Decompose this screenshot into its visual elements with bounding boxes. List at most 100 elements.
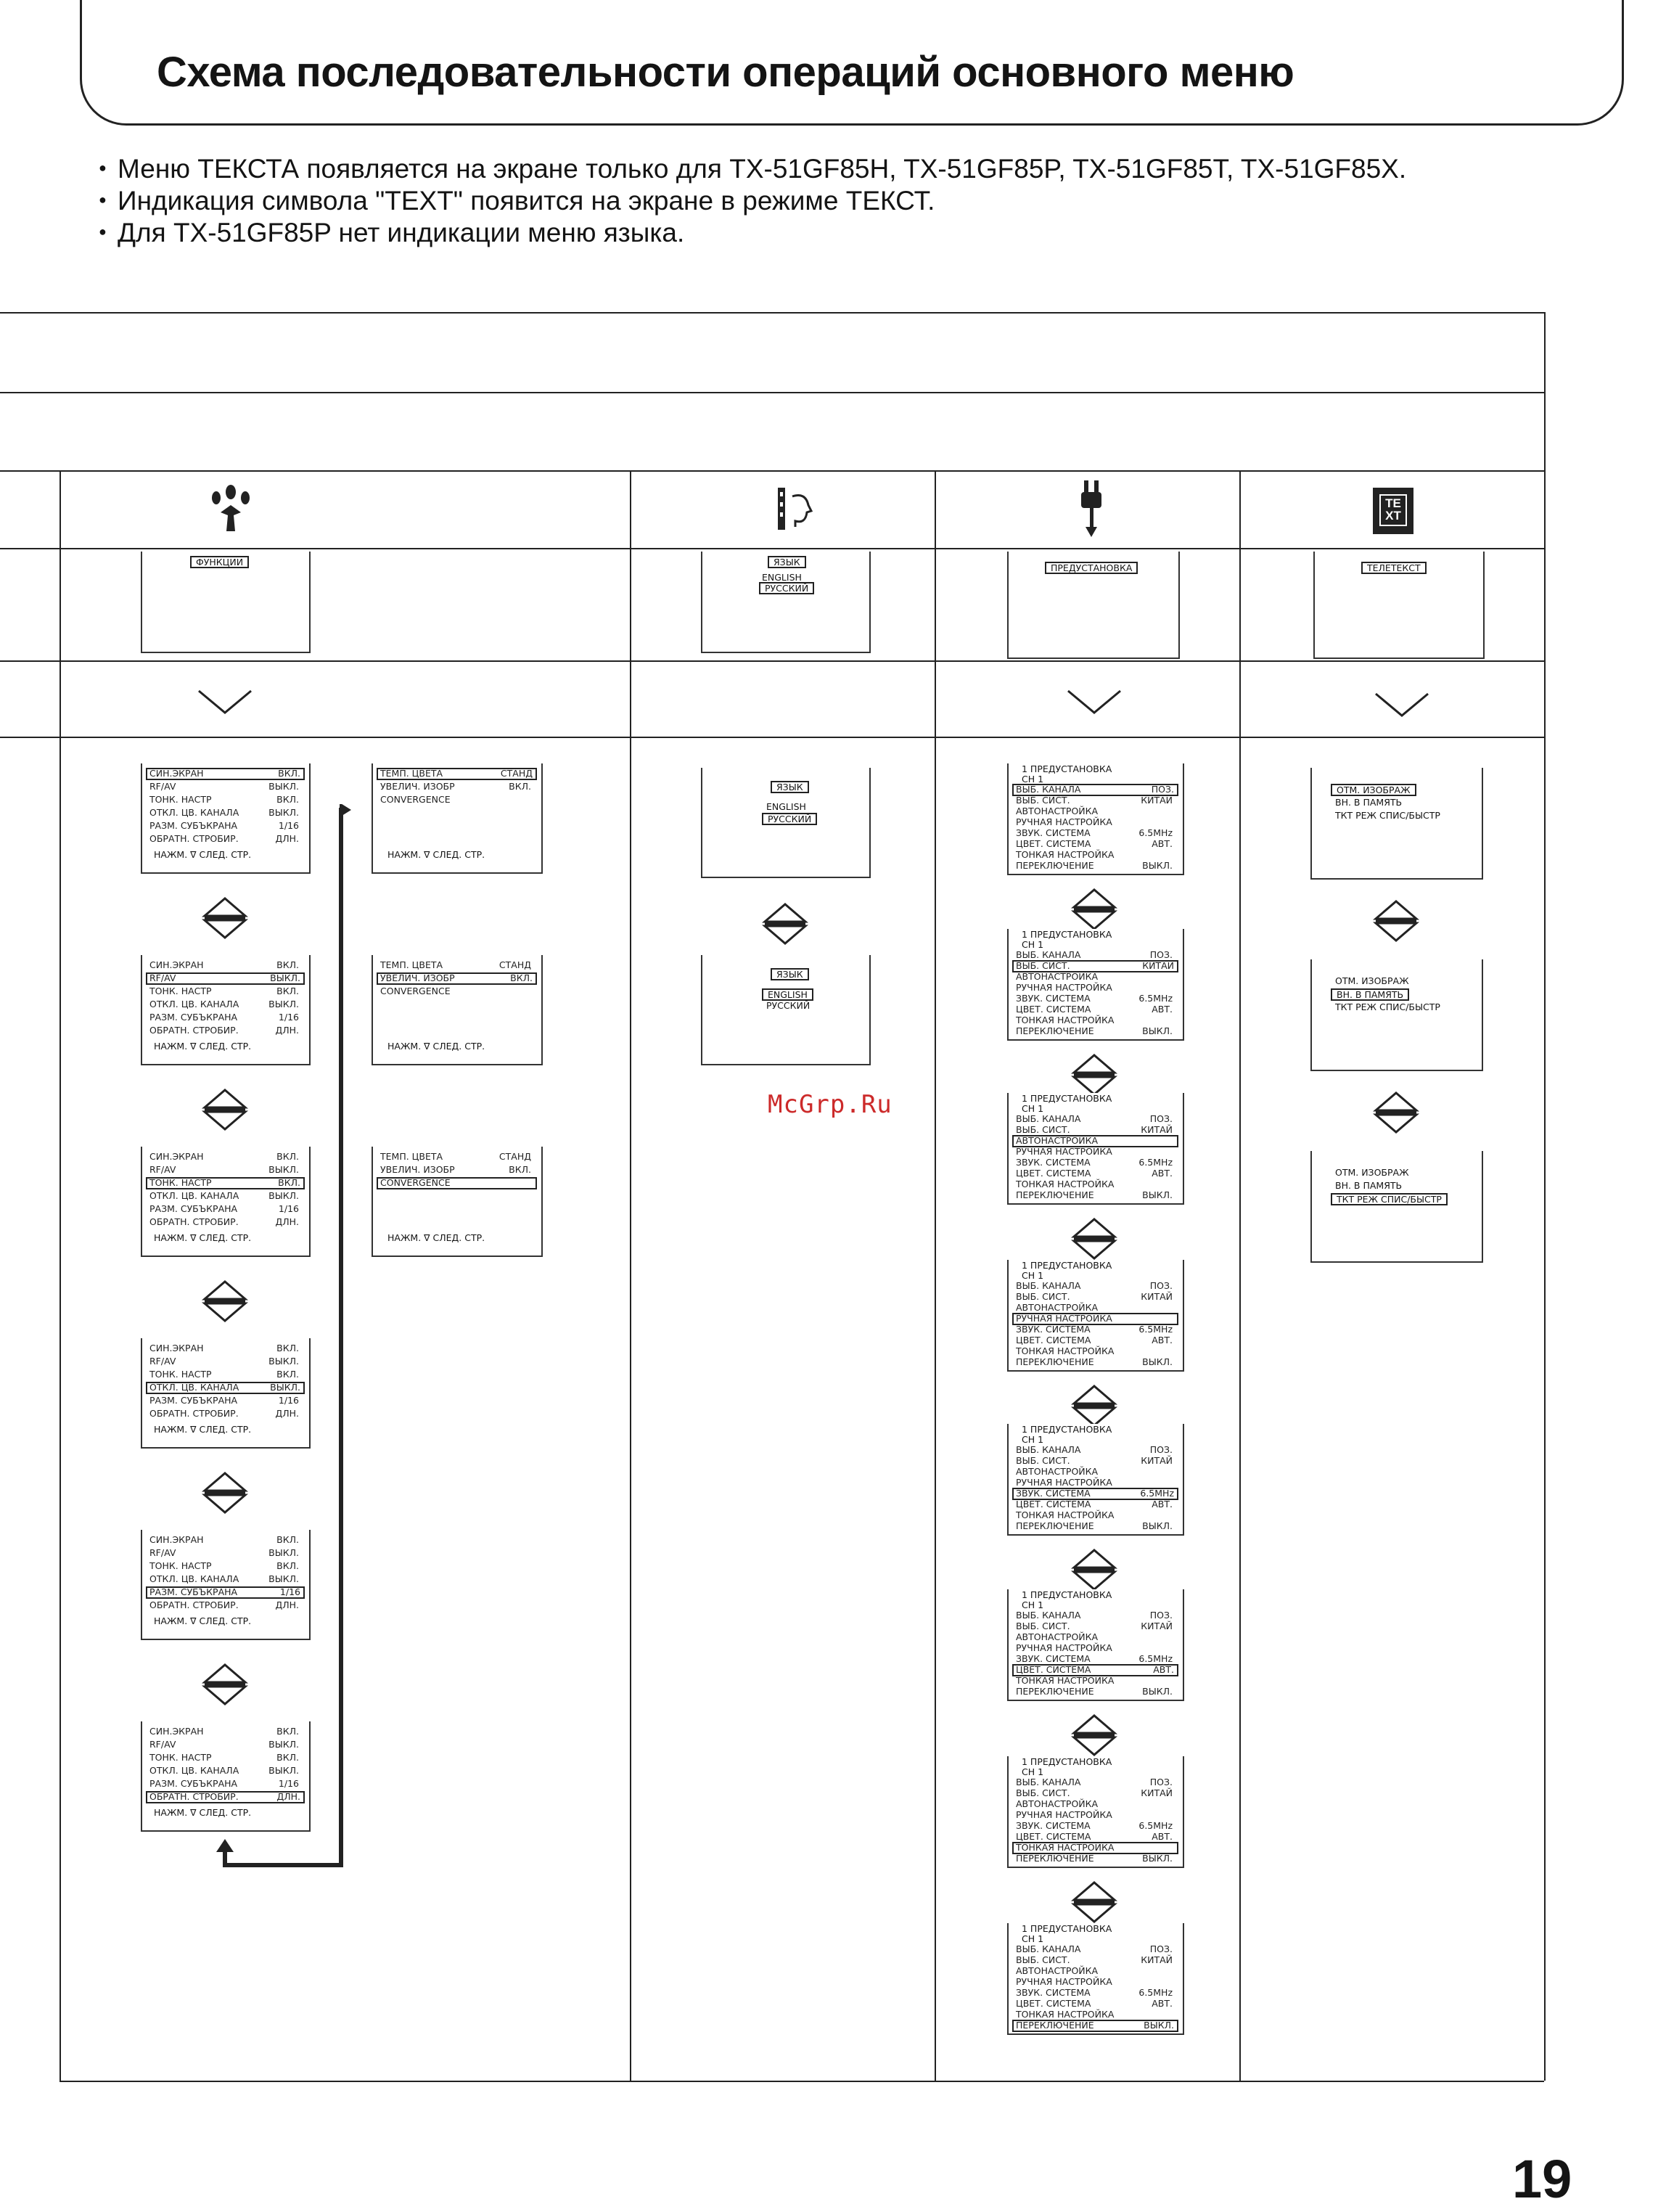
menu-row-value: ВКЛ. — [509, 781, 531, 792]
menu-row-label: СИН.ЭКРАН — [149, 1534, 204, 1545]
menu-row: АВТОНАСТРОЙКА — [1016, 971, 1175, 982]
menu-row-label: УВЕЛИЧ. ИЗОБР — [380, 1164, 455, 1175]
language-icon — [778, 488, 813, 530]
watermark: McGrp.Ru — [768, 1090, 892, 1119]
menu-footer: НАЖМ. ∇ СЛЕД. СТР. — [387, 1232, 485, 1243]
menu-row-selected: ТОНКАЯ НАСТРОЙКА — [1012, 1842, 1178, 1854]
menu-row-value: ДЛН. — [275, 1025, 299, 1036]
menu-row-label: ВЫБ. КАНАЛА — [1016, 1444, 1081, 1455]
menu-row-label: ТОНКАЯ НАСТРОЙКА — [1016, 2009, 1115, 2020]
menu-row: ТОНКАЯ НАСТРОЙКА — [1016, 1179, 1175, 1189]
up-down-arrow-icon — [1071, 1218, 1117, 1260]
menu-row-value: ДЛН. — [275, 1599, 299, 1610]
arrow-down-icon — [198, 689, 252, 714]
menu-row-label: CONVERGENCE — [380, 986, 451, 996]
menu-row-label: РАЗМ. СУБЪКРАНА — [149, 1395, 238, 1406]
up-down-arrow-icon — [1373, 900, 1419, 942]
menu-row-label: RF/AV — [149, 1547, 176, 1558]
menu-row: ВЫБ. КАНАЛА ПОЗ. — [1016, 1444, 1175, 1455]
menu-row-label: ОБРАТН. СТРОБИР. — [149, 1599, 239, 1610]
menu-row-value: СТАНД — [498, 1151, 531, 1162]
menu-row-value: 6.5MHz — [1138, 1820, 1173, 1831]
language-option: РУССКИЙ — [759, 582, 815, 594]
up-down-arrow-icon — [762, 903, 808, 945]
menu-row-label: ОБРАТН. СТРОБИР. — [149, 1408, 239, 1419]
menu-row-selected: ВН. В ПАМЯТЬ — [1331, 988, 1410, 1001]
menu-row-label: ВЫБ. КАНАЛА — [1016, 1943, 1081, 1954]
menu-row-label: ЗВУК. СИСТЕМА — [1016, 1820, 1091, 1831]
up-down-arrow-icon — [1071, 888, 1117, 930]
menu-row-value: ВКЛ. — [276, 1534, 299, 1545]
menu-row-value: ВЫКЛ. — [1142, 1025, 1173, 1036]
menu-row: РУЧНАЯ НАСТРОЙКА — [1016, 1809, 1175, 1820]
menu-row-label: ЦВЕТ. СИСТЕМА — [1016, 838, 1091, 849]
up-down-arrow-icon — [1071, 1054, 1117, 1096]
up-down-arrow-icon — [202, 1472, 248, 1514]
menu-row-label: RF/AV — [149, 1356, 176, 1367]
menu-row-value: ПОЗ. — [1149, 1444, 1173, 1455]
preset-channel: СН 1 — [1022, 774, 1044, 785]
note-text: Индикация символа "TEXT" появится на экр… — [99, 186, 935, 216]
menu-row: АВТОНАСТРОЙКА — [1016, 1965, 1175, 1976]
menu-row-label: ПЕРЕКЛЮЧЕНИЕ — [1016, 1853, 1094, 1864]
menu-row-label: ТОНКАЯ НАСТРОЙКА — [1016, 849, 1115, 860]
menu-row-label: ЦВЕТ. СИСТЕМА — [1016, 1664, 1091, 1675]
menu-row-value: КИТАЙ — [1141, 1954, 1173, 1965]
up-down-arrow-icon — [1373, 1091, 1419, 1134]
menu-row-label: RF/AV — [149, 781, 176, 792]
menu-row-value: ДЛН. — [276, 1791, 300, 1802]
menu-row: ТКТ РЕЖ СПИС/БЫСТР — [1335, 1001, 1440, 1012]
menu-row: ТОНКАЯ НАСТРОЙКА — [1016, 1015, 1175, 1025]
language-label: ЯЗЫК — [771, 781, 809, 793]
menu-row-value: ПОЗ. — [1149, 1113, 1173, 1124]
menu-row-label: ЗВУК. СИСТЕМА — [1016, 1157, 1091, 1168]
menu-row-label: CONVERGENCE — [380, 794, 451, 805]
menu-row-value: 6.5MHz — [1140, 1488, 1174, 1499]
menu-row-label: ВЫБ. СИСТ. — [1016, 1124, 1070, 1135]
menu-row-label: СИН.ЭКРАН — [149, 1343, 204, 1353]
menu-row: РУЧНАЯ НАСТРОЙКА — [1016, 1146, 1175, 1157]
menu-row: АВТОНАСТРОЙКА — [1016, 1798, 1175, 1809]
menu-row-label: ПЕРЕКЛЮЧЕНИЕ — [1016, 860, 1094, 871]
menu-row-value: АВТ. — [1152, 1335, 1173, 1345]
menu-row-label: ПЕРЕКЛЮЧЕНИЕ — [1016, 1356, 1094, 1367]
page-title: Схема последовательности операций основн… — [157, 49, 1294, 96]
menu-row-label: АВТОНАСТРОЙКА — [1016, 1466, 1099, 1477]
menu-row-value: 6.5MHz — [1138, 993, 1173, 1004]
menu-row-value: ВКЛ. — [276, 1560, 299, 1571]
teletext-screen: ТЕЛЕТЕКСТ — [1313, 552, 1485, 659]
preset-header: 1 ПРЕДУСТАНОВКА — [1022, 929, 1112, 940]
menu-row-label: СИН.ЭКРАН — [149, 768, 204, 779]
menu-row-label: РАЗМ. СУБЪКРАНА — [149, 1778, 238, 1789]
menu-row-label: ОТКЛ. ЦВ. КАНАЛА — [149, 999, 239, 1009]
menu-row: ВЫБ. СИСТ.КИТАЙ — [1016, 795, 1175, 806]
menu-row-label: ТОНК. НАСТР — [149, 1560, 212, 1571]
menu-row-value: КИТАЙ — [1141, 1787, 1173, 1798]
menu-row-label: ПЕРЕКЛЮЧЕНИЕ — [1016, 1686, 1094, 1697]
menu-row-label: АВТОНАСТРОЙКА — [1016, 1631, 1099, 1642]
menu-row: ТОНКАЯ НАСТРОЙКА — [1016, 849, 1175, 860]
menu-row-selected: ТКТ РЕЖ СПИС/БЫСТР — [1331, 1193, 1448, 1205]
menu-row-value: ВЫКЛ. — [1142, 1356, 1173, 1367]
menu-row-selected: ОТМ. ИЗОБРАЖ — [1331, 784, 1416, 796]
menu-row-value: ПОЗ. — [1151, 784, 1174, 795]
menu-row-value: 6.5MHz — [1138, 1987, 1173, 1998]
menu-row-label: ОТКЛ. ЦВ. КАНАЛА — [149, 1573, 239, 1584]
